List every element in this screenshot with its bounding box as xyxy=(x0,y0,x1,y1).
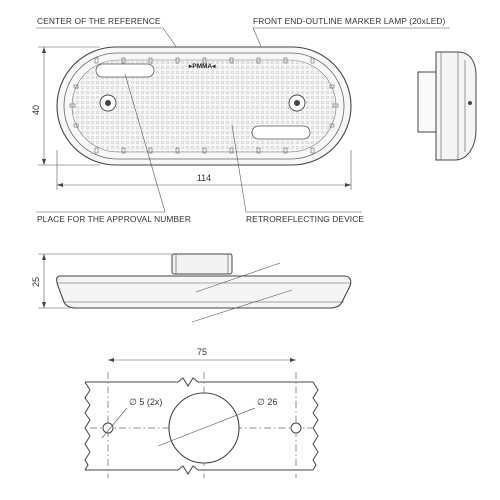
dimension-hole-spacing: 75 xyxy=(108,347,296,362)
label-center-of-reference-text: CENTER OF THE REFERENCE xyxy=(37,16,161,26)
label-approval-place: PLACE FOR THE APPROVAL NUMBER xyxy=(36,73,191,224)
dimension-length-text: 114 xyxy=(197,173,211,183)
dimension-height-side-text: 25 xyxy=(31,277,41,287)
label-approval-place-text: PLACE FOR THE APPROVAL NUMBER xyxy=(37,214,191,224)
label-retroreflecting-text: RETROREFLECTING DEVICE xyxy=(246,214,364,224)
mount-hole-left xyxy=(102,422,114,434)
approval-slot-bottom xyxy=(251,125,311,140)
leader-approval-place xyxy=(36,73,166,213)
dimension-height-side: 25 xyxy=(31,253,172,309)
screw-hole-left xyxy=(99,94,117,112)
lamp-inner-rim xyxy=(63,52,345,160)
mounting-template xyxy=(84,372,319,478)
side-view-bottom xyxy=(56,253,352,323)
dimension-hole-spacing-text: 75 xyxy=(197,347,207,357)
brand-logo: ▸PMMA◂ xyxy=(188,63,216,70)
approval-slot-top xyxy=(95,63,155,78)
dimension-small-hole-text: ∅ 5 (2x) xyxy=(129,397,162,407)
front-view: ▸PMMA◂ xyxy=(56,46,352,166)
dimension-big-hole-text: ∅ 26 xyxy=(257,397,277,407)
label-front-marker-text: FRONT END-OUTLINE MARKER LAMP (20xLED) xyxy=(253,16,446,26)
dimension-height-top: 40 xyxy=(31,46,100,166)
screw-hole-right xyxy=(288,94,306,112)
dimension-height-top-text: 40 xyxy=(31,105,41,115)
dimension-length: 114 xyxy=(56,150,352,190)
mount-hole-right xyxy=(290,422,302,434)
led-dots xyxy=(69,57,339,154)
leader-retroreflecting xyxy=(231,124,362,213)
label-retroreflecting: RETROREFLECTING DEVICE xyxy=(231,124,364,224)
side-view-right xyxy=(417,51,477,161)
